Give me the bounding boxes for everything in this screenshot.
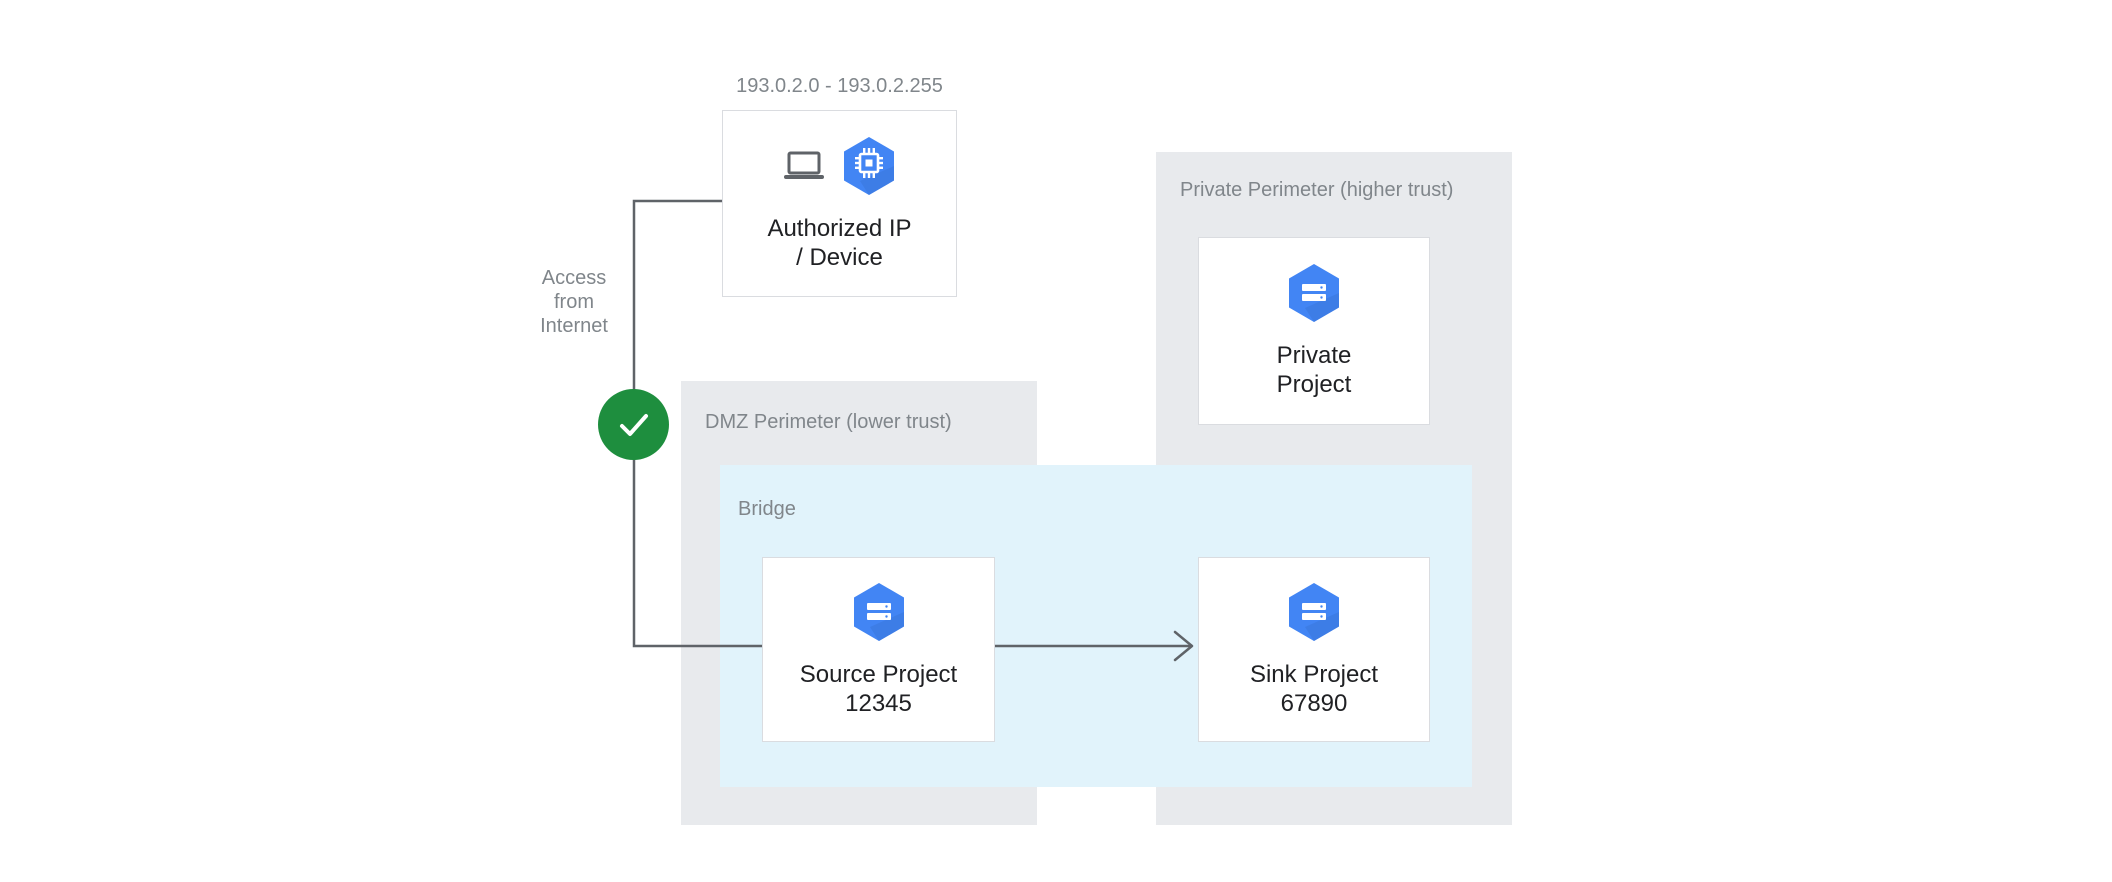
check-icon — [619, 413, 648, 436]
access-from-internet-caption: Access from Internet — [540, 267, 608, 337]
laptop-icon — [783, 151, 824, 179]
project-hexagon-icon — [1289, 264, 1339, 322]
bridge-label: Bridge — [738, 498, 796, 520]
node-icon-group — [852, 582, 906, 642]
status-badge-access-allowed — [598, 389, 669, 460]
node-source-project[interactable]: Source Project 12345 — [762, 557, 995, 742]
perimeter-private-label: Private Perimeter (higher trust) — [1180, 179, 1454, 201]
node-label: Sink Project 67890 — [1249, 660, 1379, 717]
node-icon-group — [783, 136, 896, 196]
node-label: Private Project — [1276, 342, 1352, 398]
node-authorized-ip-device[interactable]: Authorized IP / Device — [722, 110, 957, 297]
project-hexagon-icon — [1289, 582, 1339, 641]
node-icon-group — [1287, 582, 1341, 642]
node-private-project[interactable]: Private Project — [1198, 237, 1430, 425]
node-label: Source Project 12345 — [799, 660, 958, 717]
ip-range-caption: 193.0.2.0 - 193.0.2.255 — [736, 75, 943, 97]
perimeter-dmz-label: DMZ Perimeter (lower trust) — [705, 411, 952, 433]
project-hexagon-icon — [853, 582, 904, 641]
node-icon-group — [1287, 263, 1341, 323]
compute-chip-hexagon-icon — [843, 136, 894, 195]
node-label: Authorized IP / Device — [767, 214, 912, 271]
node-sink-project[interactable]: Sink Project 67890 — [1198, 557, 1430, 742]
